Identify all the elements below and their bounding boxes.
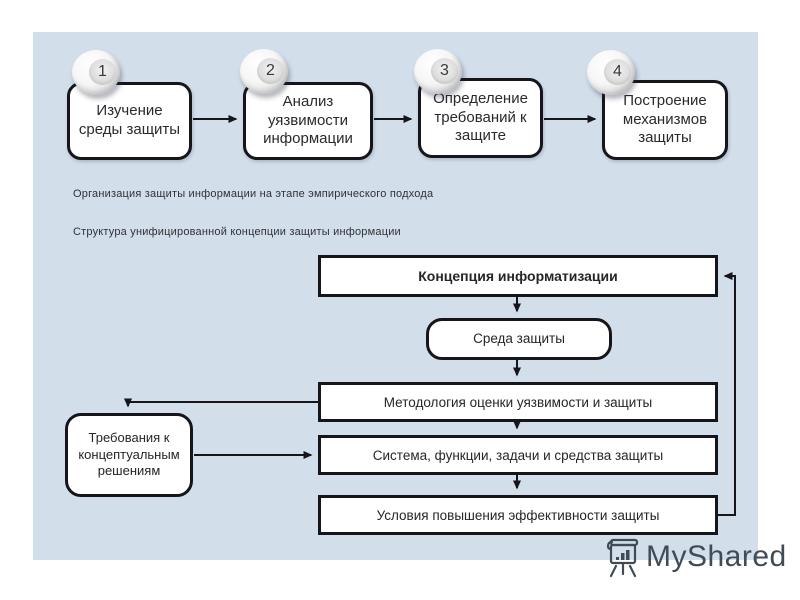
step-box-requirements-definition: Определение требований к защите [418,78,543,158]
flow-box-label: Концепция информатизации [418,268,618,284]
presentation-chart-icon [606,538,639,578]
step-box-label: Построение механизмов защиты [622,91,708,147]
caption-empirical-approach: Организация защиты информации на этапе э… [73,188,434,200]
step-box-vulnerability-analysis: Анализ уязвимости информации [243,82,373,160]
step-1-number-badge: 1 [72,50,120,95]
step-box-label: Анализ уязвимости информации [263,92,353,148]
step-4-number: 4 [604,59,631,85]
step-box-mechanism-building: Построение механизмов защиты [602,80,728,160]
step-box-label: Изучение среды защиты [78,102,181,138]
step-3-number: 3 [431,58,458,84]
step-3-number-badge: 3 [414,49,462,94]
flow-box-assessment-methodology: Методология оценки уязвимости и защиты [318,382,718,422]
flow-box-label: Условия повышения эффективности защиты [376,507,660,523]
step-2-number-badge: 2 [240,49,288,94]
flow-box-informatization-concept: Концепция информатизации [318,255,718,297]
flow-box-effectiveness-conditions: Условия повышения эффективности защиты [318,495,718,535]
step-box-study-environment: Изучение среды защиты [67,82,192,160]
flow-box-label: Требования к концептуальным решениям [78,429,180,479]
flow-box-system-functions-means: Система, функции, задачи и средства защи… [318,435,718,475]
flow-box-conceptual-requirements: Требования к концептуальным решениям [65,413,193,497]
flow-box-protection-environment: Среда защиты [426,318,612,360]
myshared-logo-link[interactable]: MyShared [604,536,787,578]
flow-box-label: Методология оценки уязвимости и защиты [383,394,653,410]
step-1-number: 1 [89,59,116,85]
step-4-number-badge: 4 [587,50,635,95]
step-box-label: Определение требований к защите [433,89,528,145]
flow-box-label: Среда защиты [473,331,565,347]
flow-box-label: Система, функции, задачи и средства защи… [372,447,664,463]
caption-unified-concept: Структура унифицированной концепции защи… [73,226,401,238]
myshared-logo-text: MyShared [646,540,787,573]
step-2-number: 2 [257,58,284,84]
